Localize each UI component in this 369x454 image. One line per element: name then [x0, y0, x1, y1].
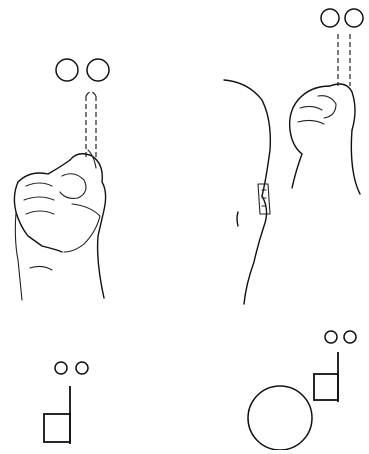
movement-path-dashed — [338, 34, 350, 86]
panel-notation-right — [248, 331, 356, 450]
panel-fist-front — [14, 59, 109, 300]
movement-circles-icon — [325, 331, 356, 343]
movement-circles-icon — [56, 59, 109, 81]
fist-hand-icon — [14, 150, 105, 300]
panel-notation-left — [44, 362, 88, 444]
movement-circles-icon — [55, 362, 88, 374]
fist-hand-icon — [290, 84, 360, 194]
movement-circles-icon — [321, 9, 363, 27]
notation-square — [314, 374, 338, 400]
head-profile-icon — [224, 80, 270, 304]
notation-large-circle — [248, 386, 312, 450]
notation-square — [44, 414, 70, 442]
panel-fist-side-head — [224, 9, 363, 304]
